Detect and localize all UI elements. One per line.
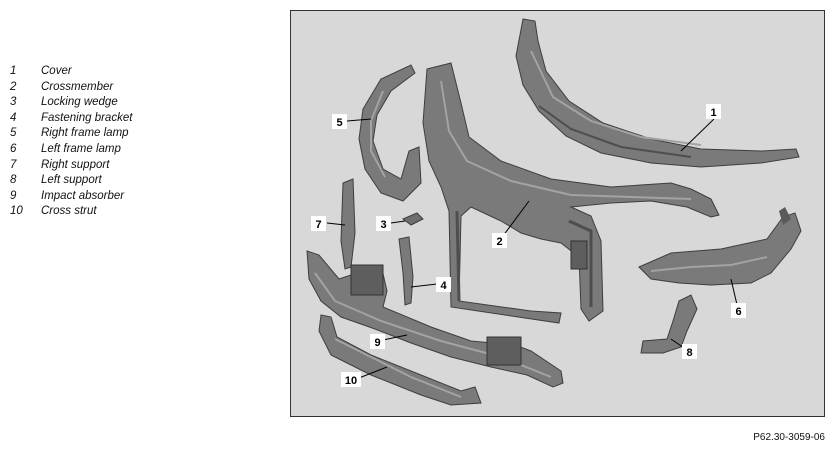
part-fastening-bracket [398,236,414,306]
legend-item: 3 Locking wedge [10,95,280,111]
part-cover [515,18,800,168]
parts-legend: 1 Cover 2 Crossmember 3 Locking wedge 4 Fasteni… [10,64,280,220]
figure-reference-code: P62.30-3059-06 [753,432,825,443]
legend-item-label: Locking wedge [41,96,118,109]
legend-item-number: 6 [10,142,17,155]
legend-item: 8 Left support [10,173,280,189]
leader-9 [382,334,408,341]
legend-item-number: 3 [10,96,17,109]
callout-6: 6 [731,303,746,318]
part-left-support [640,294,698,354]
callout-1: 1 [706,104,721,119]
leader-3 [390,220,406,224]
diagram-svg: 1 2 3 4 5 6 7 8 [306,18,802,406]
callout-4: 4 [436,277,451,292]
legend-item: 5 Right frame lamp [10,126,280,142]
callout-10: 10 [341,372,361,387]
legend-item-number: 1 [10,65,17,77]
legend-item-number: 5 [10,127,17,140]
legend-item: 7 Right support [10,158,280,174]
leader-4 [410,283,438,288]
legend-item-label: Cross strut [41,205,97,218]
svg-text:4: 4 [440,280,447,292]
callout-9: 9 [370,334,385,349]
svg-text:5: 5 [336,117,342,129]
legend-item-number: 7 [10,158,17,171]
legend-item: 9 Impact absorber [10,189,280,205]
leader-1 [680,118,715,152]
part-impact-absorber [306,250,564,388]
legend-item-number: 2 [10,80,17,93]
callout-3: 3 [376,216,391,231]
svg-text:6: 6 [735,306,741,318]
leader-5 [346,118,372,122]
legend-item: 10 Cross strut [10,204,280,220]
leader-7 [326,222,346,226]
legend-item: 6 Left frame lamp [10,142,280,158]
legend-item-label: Right frame lamp [41,127,129,140]
legend-item-label: Crossmember [41,80,114,93]
legend-item-number: 9 [10,189,17,202]
part-locking-wedge [402,212,424,226]
legend-item: 4 Fastening bracket [10,111,280,127]
legend-item-label: Impact absorber [41,189,125,202]
svg-text:3: 3 [380,219,386,231]
part-cross-strut [318,314,482,406]
svg-text:7: 7 [315,219,321,231]
svg-text:2: 2 [496,236,502,248]
callout-7: 7 [311,216,326,231]
leader-10 [358,366,388,379]
exploded-parts-diagram: 1 2 3 4 5 6 7 8 [290,10,825,417]
legend-item-number: 8 [10,174,17,187]
legend-item-label: Left support [41,174,102,187]
legend-item-label: Left frame lamp [41,142,121,155]
legend-item: 1 Cover [10,64,280,80]
part-right-support [340,178,356,270]
part-crossmember [422,62,720,324]
svg-text:9: 9 [374,337,380,349]
legend-item-number: 10 [10,205,23,218]
legend-item-label: Right support [41,158,110,171]
legend-item: 2 Crossmember [10,80,280,96]
legend-item-label: Cover [41,65,72,77]
legend-item-label: Fastening bracket [41,111,133,124]
callout-5: 5 [332,114,347,129]
svg-text:10: 10 [345,375,357,387]
svg-text:1: 1 [710,107,716,119]
legend-item-number: 4 [10,111,17,124]
part-left-frame-lamp [638,207,802,286]
callout-2: 2 [492,233,507,248]
svg-text:8: 8 [686,347,692,359]
callout-8: 8 [682,344,697,359]
part-right-frame-lamp [358,64,422,202]
